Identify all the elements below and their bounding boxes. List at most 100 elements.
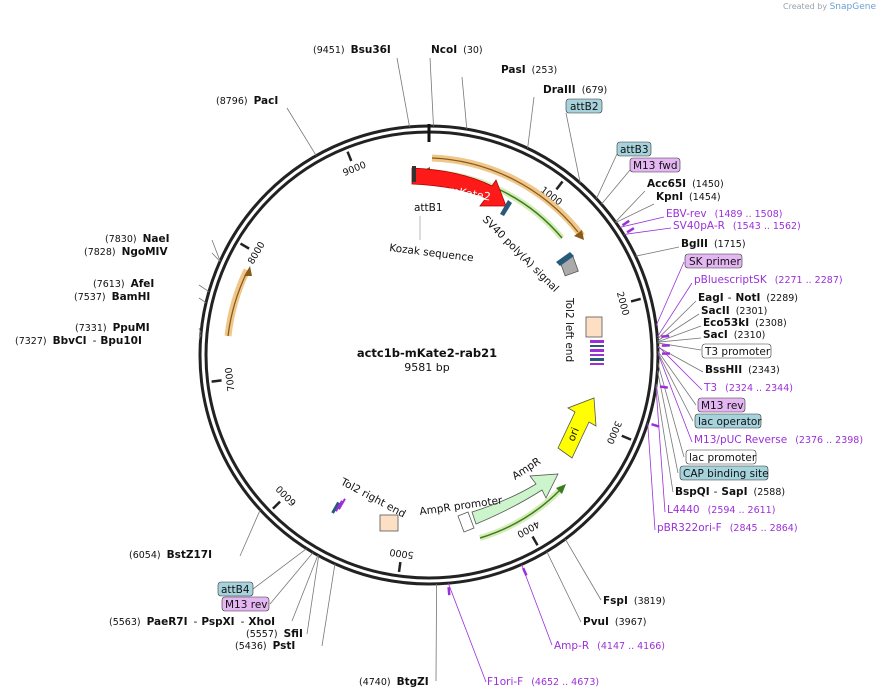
site-naei: (7830)NaeI xyxy=(105,233,170,245)
label-line xyxy=(527,96,535,149)
box-m13-rev-2-label: M13 rev xyxy=(225,599,268,611)
label-line xyxy=(657,352,694,422)
credit-prefix: Created by xyxy=(783,2,828,11)
feature-boxes: attB2 attB3 M13 fwd SK primer T3 promote… xyxy=(217,98,772,612)
site-bstz17i: (6054)BstZ17I xyxy=(129,549,212,561)
label-line xyxy=(635,246,680,257)
site-ppumi: (7331)PpuMI xyxy=(75,322,150,334)
label-line xyxy=(198,284,210,293)
primer-pbr322ori-f: pBR322ori-F(2845 .. 2864) xyxy=(657,522,798,534)
site-eco53ki: Eco53kI(2308) xyxy=(703,317,787,329)
label-line xyxy=(198,333,202,341)
site-psti: (5436)PstI xyxy=(235,640,295,652)
box-attb3 xyxy=(616,141,652,157)
primer-mark xyxy=(626,227,635,234)
ruler-label: 8000 xyxy=(246,240,268,266)
label-line xyxy=(291,555,319,622)
ori-feature xyxy=(557,397,597,459)
primer-l4440: L4440(2594 .. 2611) xyxy=(667,504,775,516)
box-lac-operator-label: lac operator xyxy=(698,416,762,428)
label-line xyxy=(447,583,487,683)
label-line xyxy=(656,282,693,338)
label-line xyxy=(461,76,468,130)
label-line xyxy=(655,383,674,493)
box-lac-promoter-label: lac promoter xyxy=(689,452,757,464)
site-paer7i-pspxi-xhoi: (5563)PaeR7I-PspXI-XhoI xyxy=(109,616,275,628)
box-m13-fwd xyxy=(629,157,681,173)
site-bsshii: BssHII(2343) xyxy=(705,364,780,376)
primer-ebv-rev: EBV-rev(1489 .. 1508) xyxy=(666,208,783,220)
orange-feature-left-arrow xyxy=(244,266,252,276)
site-saci: SacI(2310) xyxy=(703,329,765,341)
kozak-label: Kozak sequence xyxy=(389,242,475,264)
label-line xyxy=(306,555,320,635)
box-sk-primer xyxy=(684,253,743,269)
site-ngomiv: (7828)NgoMIV xyxy=(84,246,168,258)
label-line xyxy=(252,548,307,590)
orange-feature-top-core xyxy=(431,157,579,233)
ruler-tick xyxy=(239,242,250,250)
label-line xyxy=(655,261,685,326)
primer-sv40pa-r: SV40pA-R(1543 .. 1562) xyxy=(673,220,801,232)
box-attb3-label: attB3 xyxy=(620,144,649,156)
label-line xyxy=(435,583,437,682)
primer-mark xyxy=(651,422,660,428)
site-sfii: (5557)SfiI xyxy=(246,628,303,640)
primer-m13-puc-reverse: M13/pUC Reverse(2376 .. 2398) xyxy=(694,434,863,446)
ruler-label: 9000 xyxy=(341,160,368,179)
label-line xyxy=(429,57,434,127)
ruler-tick xyxy=(397,561,402,573)
box-m13-rev-2 xyxy=(221,596,270,612)
label-line xyxy=(211,239,221,262)
ruler-label: 2000 xyxy=(614,291,631,317)
box-m13-rev-label: M13 rev xyxy=(701,400,744,412)
ruler-tick xyxy=(346,151,353,162)
site-bglii: BglII(1715) xyxy=(681,238,746,250)
label-line xyxy=(564,538,602,601)
small-marker-2 xyxy=(556,252,574,266)
label-line xyxy=(657,353,693,443)
orange-feature-top-arrow xyxy=(574,230,584,240)
label-line xyxy=(396,57,410,127)
site-afei: (7613)AfeI xyxy=(93,278,154,290)
outer-labels: (9451)Bsu36I NcoI(30) PasI(253) DraIII(6… xyxy=(15,44,863,688)
ori-label: ori xyxy=(566,426,582,443)
box-attb4-label: attB4 xyxy=(221,584,250,596)
site-ncoi: NcoI(30) xyxy=(431,44,483,56)
primer-pbluescriptsk: pBluescriptSK(2271 .. 2287) xyxy=(694,274,843,286)
green-feature-bottom-arrow xyxy=(556,484,566,494)
ruler-label: 5000 xyxy=(389,546,414,560)
primer-t3: T3(2324 .. 2344) xyxy=(703,382,793,394)
ruler-label: 3000 xyxy=(604,419,623,446)
site-bamhi: (7537)BamHI xyxy=(74,291,150,303)
label-line xyxy=(565,112,581,184)
tol2-right-label: Tol2 right end xyxy=(338,476,408,521)
site-pvui: PvuI(3967) xyxy=(583,616,647,628)
label-line xyxy=(198,297,207,304)
tol2-left-label: Tol2 left end xyxy=(563,297,575,362)
tol2-right-stripes xyxy=(331,498,346,514)
label-line xyxy=(657,337,702,343)
ruler-label: 7000 xyxy=(224,367,238,392)
label-line xyxy=(601,169,631,205)
site-kpni: KpnI(1454) xyxy=(656,191,721,203)
box-m13-fwd-label: M13 fwd xyxy=(633,160,678,172)
site-acc65i: Acc65I(1450) xyxy=(647,178,724,190)
label-line xyxy=(286,107,317,156)
label-line xyxy=(615,190,646,223)
site-btgzi: (4740)BtgZI xyxy=(359,676,429,688)
ruler-tick xyxy=(531,535,539,546)
attb1-mark xyxy=(412,166,416,182)
mcs-stripes xyxy=(590,340,604,365)
site-draiii: DraIII(679) xyxy=(543,84,607,96)
ampr-promoter-feature xyxy=(457,511,475,533)
label-line xyxy=(655,385,666,513)
green-feature-bottom-core xyxy=(479,489,561,539)
plasmid-name: actc1b-mKate2-rab21 xyxy=(357,346,497,360)
primer-f1ori-f: F1ori-F(4652 .. 4673) xyxy=(487,676,599,688)
ruler-tick xyxy=(621,434,632,441)
box-sk-primer-label: SK primer xyxy=(689,256,741,268)
site-bsu36i: (9451)Bsu36I xyxy=(313,44,391,56)
box-m13-rev xyxy=(697,397,746,413)
box-t3-promoter xyxy=(701,343,772,359)
